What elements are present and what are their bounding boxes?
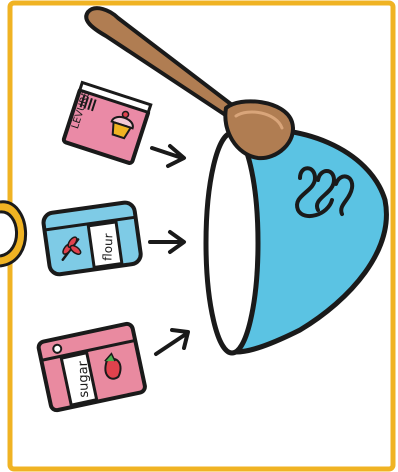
sugar-package: sugar — [38, 323, 146, 411]
arrow-right-icon — [150, 232, 184, 252]
mixing-bowl-icon — [206, 129, 386, 353]
arrow-right-icon — [152, 146, 184, 166]
flour-package: flour — [42, 201, 142, 275]
flour-label: flour — [100, 233, 115, 261]
arrow-up-right-icon — [156, 330, 188, 354]
sugar-label: sugar — [76, 360, 92, 398]
leavening-package: LEVURE — [63, 83, 151, 164]
